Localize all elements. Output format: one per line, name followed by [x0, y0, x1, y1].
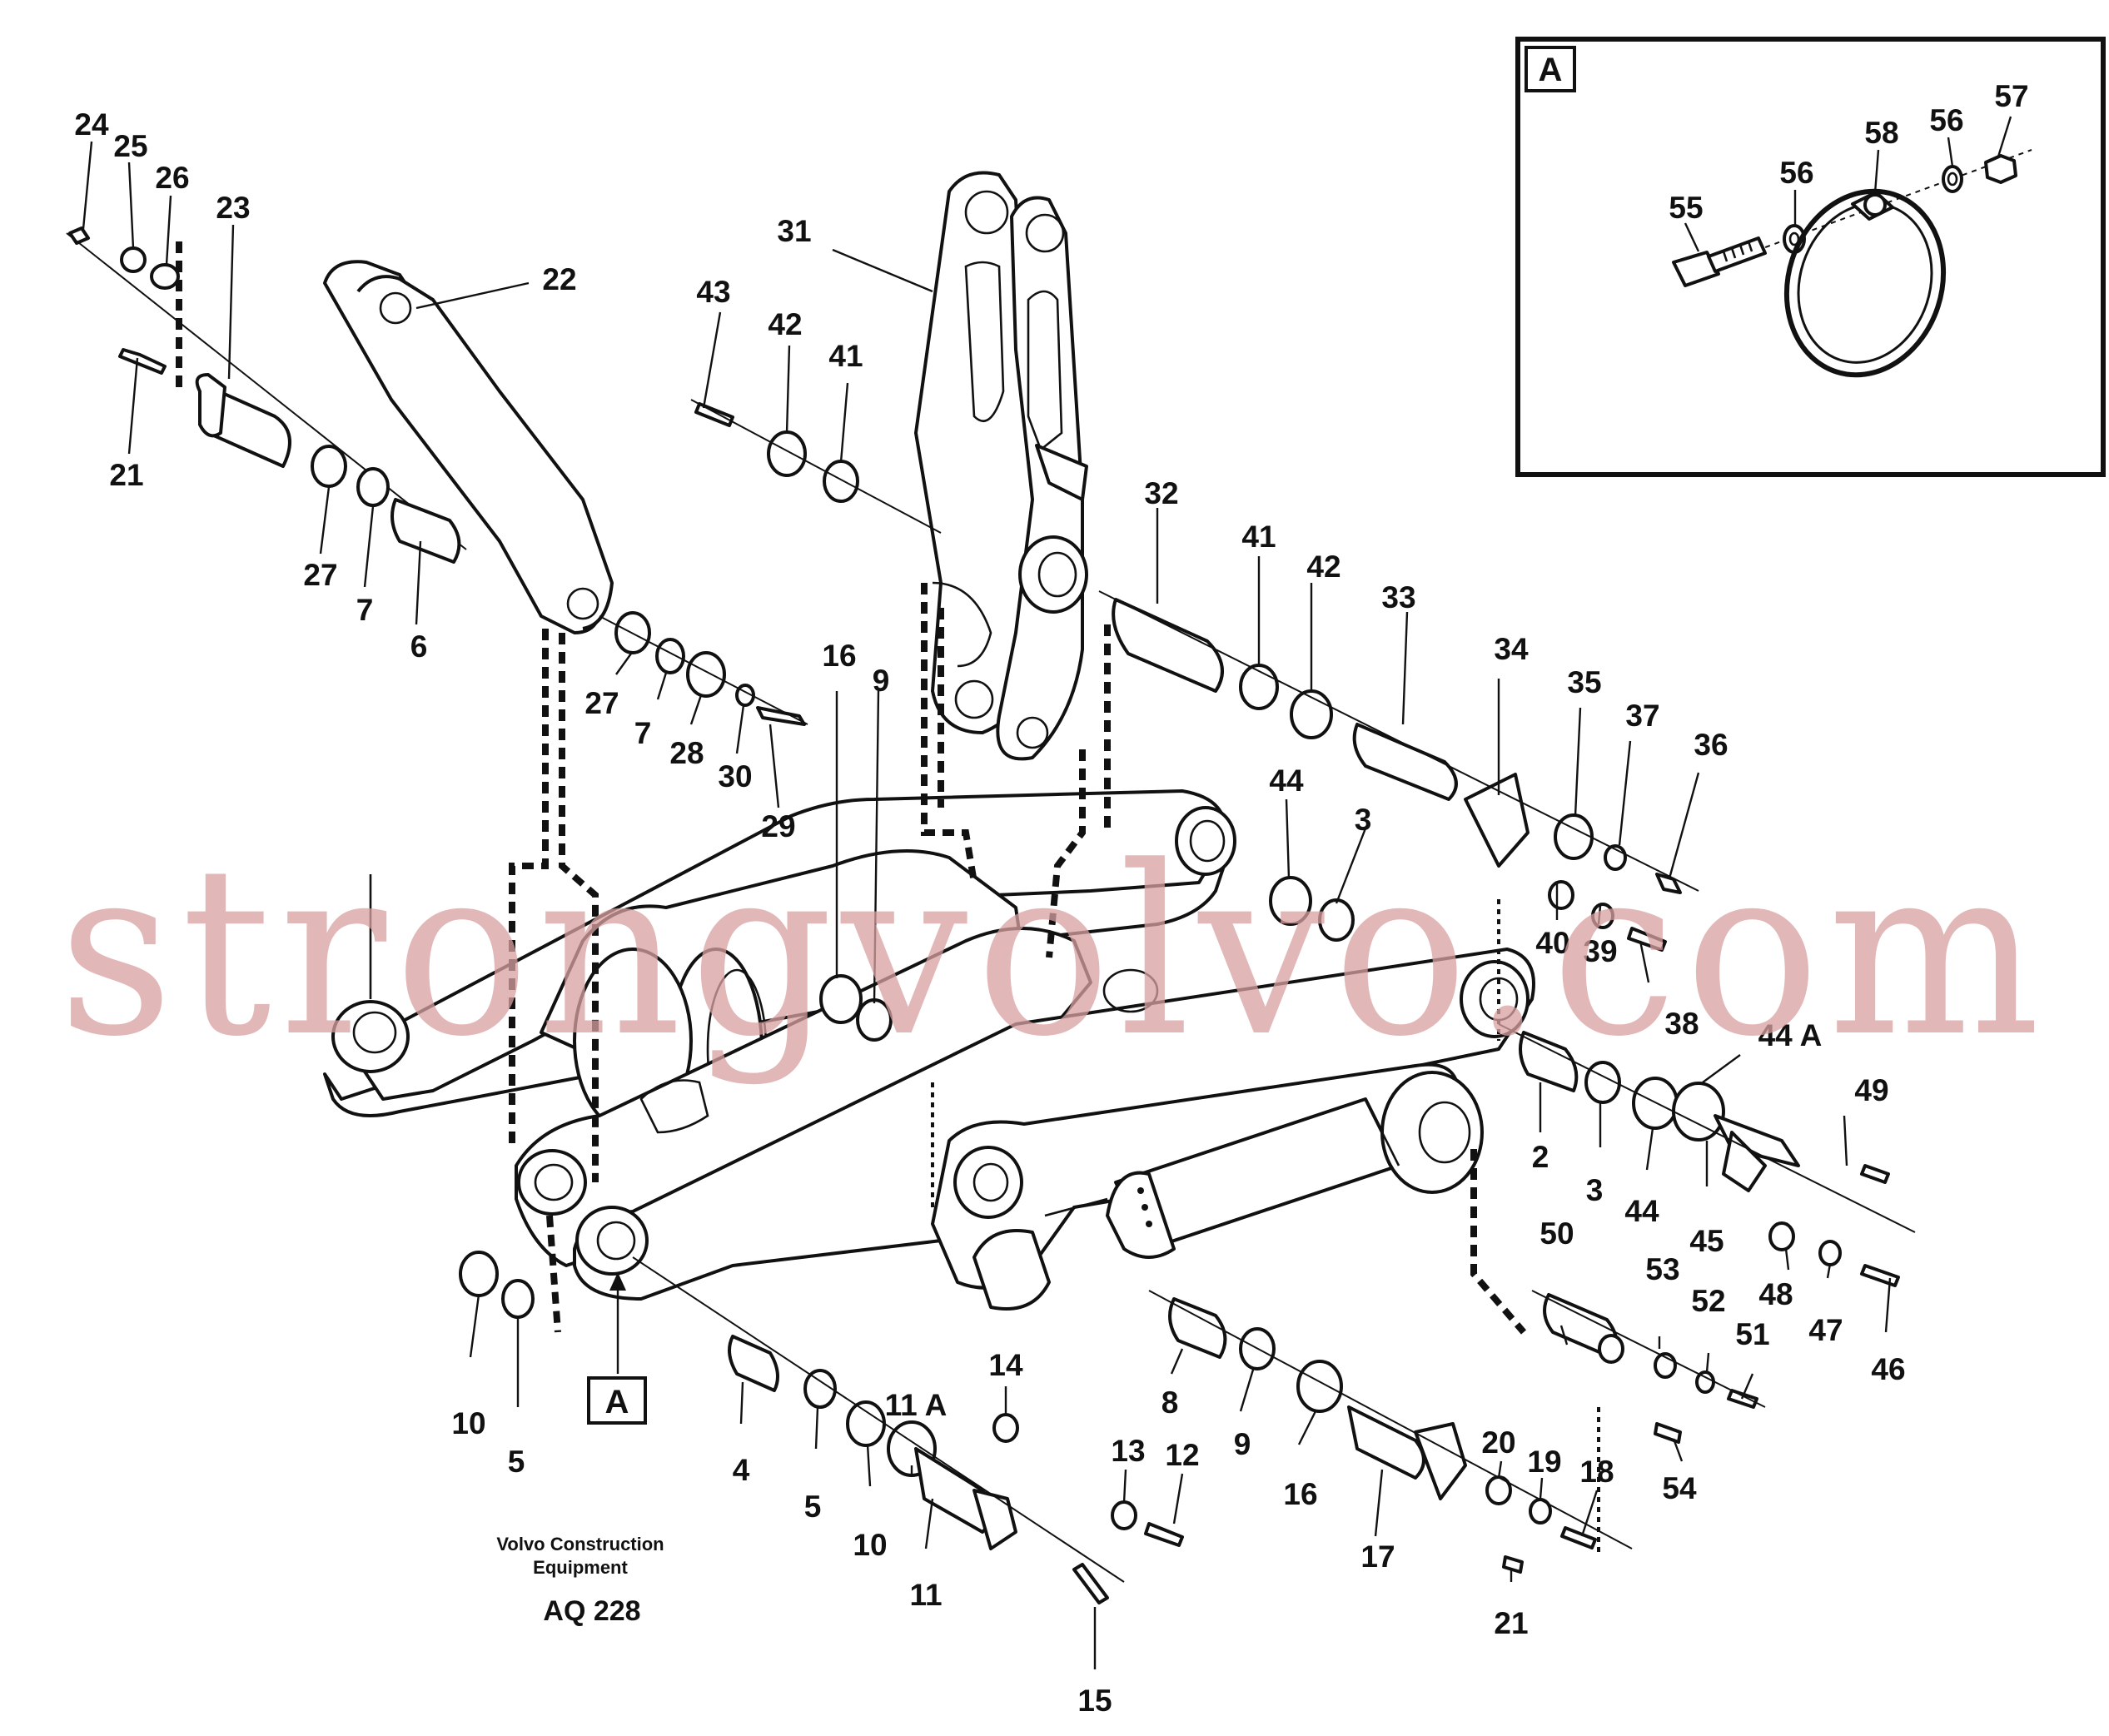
callout-25: 25	[113, 129, 147, 163]
section-marker-box	[587, 1376, 647, 1425]
callout-2: 2	[1532, 1140, 1549, 1174]
alignment-dashed-lines	[176, 241, 1527, 1335]
callout-9b: 9	[1234, 1427, 1251, 1461]
bellcrank-31	[914, 171, 1088, 761]
callout-11: 11	[909, 1578, 942, 1612]
washer-56b	[1942, 165, 1963, 193]
callout-27b: 27	[584, 686, 619, 720]
callout-51: 51	[1735, 1317, 1769, 1351]
callout-18: 18	[1579, 1455, 1614, 1489]
callout-27: 27	[303, 558, 337, 592]
callout-30: 30	[718, 759, 752, 793]
frame-upper-beam	[348, 789, 1227, 1101]
callout-42: 42	[768, 307, 802, 341]
pivot-cylinder-base	[953, 1146, 1023, 1219]
drawing-code: AQ 228	[543, 1595, 640, 1627]
hydraulic-cylinder	[1044, 1071, 1484, 1259]
callout-55: 55	[1669, 191, 1703, 225]
pivot-arm-left	[517, 1149, 587, 1216]
callout-16b: 16	[1283, 1477, 1317, 1511]
callout-38: 38	[1664, 1007, 1699, 1041]
callout-9: 9	[873, 664, 890, 698]
detail-view-a: A	[1515, 37, 2106, 477]
section-marker-label: A	[605, 1384, 629, 1420]
callout-7: 7	[356, 593, 374, 627]
pivot-boss-top-right	[1175, 806, 1236, 876]
callout-29: 29	[761, 809, 795, 843]
caption-line-1: Volvo Construction	[496, 1534, 664, 1554]
callout-23: 23	[216, 191, 250, 225]
callout-35: 35	[1567, 665, 1601, 699]
detail-box-label: A	[1539, 52, 1563, 88]
callout-32: 32	[1144, 476, 1178, 510]
pivot-arm-right	[1460, 960, 1530, 1038]
callout-48: 48	[1758, 1277, 1793, 1311]
main-assembly: A 24 25 26 23 21 27 7 6 22 27 7 28 30 29…	[66, 79, 2029, 1718]
callout-26: 26	[155, 161, 189, 195]
callout-19: 19	[1527, 1445, 1561, 1479]
caption-line-2: Equipment	[533, 1557, 628, 1578]
link-22	[323, 260, 614, 634]
callout-36: 36	[1694, 728, 1728, 762]
footer-caption: Volvo Construction Equipment AQ 228	[496, 1534, 664, 1627]
callout-13: 13	[1111, 1434, 1145, 1468]
clamp-ring-58	[1783, 188, 1947, 378]
callout-10: 10	[451, 1406, 485, 1440]
callout-39: 39	[1583, 934, 1617, 968]
callout-4: 4	[733, 1453, 750, 1487]
callout-11a: 11 A	[885, 1388, 948, 1422]
callout-58: 58	[1864, 116, 1898, 150]
callout-22: 22	[542, 262, 576, 296]
callout-28: 28	[669, 736, 704, 770]
callout-50: 50	[1539, 1216, 1574, 1251]
callout-43: 43	[696, 275, 730, 309]
callout-57: 57	[1994, 79, 2028, 113]
callout-41b: 41	[1241, 520, 1276, 554]
callout-14: 14	[988, 1348, 1023, 1382]
callout-41: 41	[828, 339, 863, 373]
callout-52: 52	[1691, 1284, 1725, 1318]
callout-24: 24	[74, 107, 109, 142]
callout-40: 40	[1535, 926, 1569, 960]
callout-56b: 56	[1929, 103, 1963, 137]
callout-15: 15	[1077, 1684, 1112, 1718]
callout-45: 45	[1689, 1224, 1724, 1258]
callout-42b: 42	[1306, 550, 1341, 584]
callout-16: 16	[822, 639, 856, 673]
callout-53: 53	[1645, 1252, 1679, 1286]
callout-20: 20	[1481, 1425, 1515, 1460]
nut-57	[1984, 154, 2017, 184]
callout-49: 49	[1854, 1073, 1888, 1107]
callout-56: 56	[1779, 156, 1813, 190]
callout-33: 33	[1381, 580, 1415, 614]
callout-12: 12	[1165, 1438, 1199, 1472]
callout-46: 46	[1871, 1352, 1905, 1386]
watermark: strongvolvo.com	[58, 817, 2048, 1088]
callout-3: 3	[1355, 803, 1372, 837]
callout-44b: 44	[1624, 1194, 1659, 1228]
callout-10b: 10	[853, 1528, 887, 1562]
callout-3b: 3	[1586, 1173, 1604, 1207]
callout-21b: 21	[1494, 1606, 1528, 1640]
callout-17: 17	[1360, 1540, 1395, 1574]
lift-arm-left	[515, 927, 1092, 1267]
callout-44: 44	[1269, 764, 1304, 798]
callout-34: 34	[1494, 632, 1529, 666]
cylinder-clevis	[972, 1229, 1051, 1311]
callout-6: 6	[410, 629, 428, 664]
pivot-arm-front	[575, 1206, 649, 1276]
callout-37: 37	[1625, 699, 1659, 733]
callout-31: 31	[777, 214, 811, 248]
callout-5b: 5	[804, 1490, 822, 1524]
callout-44a: 44 A	[1758, 1018, 1823, 1052]
callout-21: 21	[109, 458, 143, 492]
bolt-55	[1672, 236, 1767, 287]
callout-54: 54	[1662, 1471, 1697, 1505]
callout-47: 47	[1808, 1313, 1843, 1347]
callout-5: 5	[508, 1445, 525, 1479]
callout-8: 8	[1161, 1385, 1179, 1420]
callout-7b: 7	[634, 716, 652, 750]
